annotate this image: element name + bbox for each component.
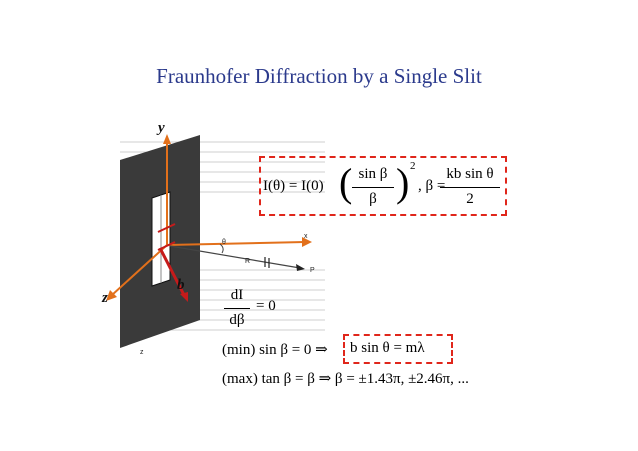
diffracted-ray (169, 245, 301, 269)
minima-condition-box (343, 334, 453, 364)
beta-denominator: 2 (466, 191, 474, 207)
beta-fraction-line (440, 187, 500, 188)
slide-title: Fraunhofer Diffraction by a Single Slit (156, 64, 482, 88)
z-axis-label: z (102, 290, 108, 306)
diffraction-figure: x R P θ z y z b (100, 120, 330, 360)
slit-width-marker (158, 247, 186, 296)
minima-prefix: (min) sin β = 0 ⇒ (222, 342, 328, 358)
close-paren: ) (396, 160, 410, 205)
open-paren: ( (339, 160, 353, 205)
sinc-denominator: β (369, 191, 377, 207)
svg-text:P: P (310, 267, 315, 274)
intensity-lhs: I(θ) = I(0) (263, 178, 324, 194)
z-axis (111, 244, 168, 296)
x-axis (166, 241, 306, 246)
minima-condition: b sin θ = mλ (350, 340, 425, 356)
maxima-condition: (max) tan β = β ⇒ β = ±1.43π, ±2.46π, ..… (222, 371, 469, 387)
svg-text:x: x (304, 233, 308, 240)
intensity-equation-box (259, 156, 507, 216)
y-axis-label: y (158, 120, 165, 136)
sinc-exponent: 2 (410, 160, 416, 172)
derivative-rhs: = 0 (256, 298, 276, 314)
sinc-fraction-line (352, 187, 394, 188)
derivative-fraction-line (224, 308, 250, 309)
svg-text:z: z (140, 349, 144, 356)
sinc-numerator: sin β (358, 166, 388, 182)
slit-width-label: b (177, 277, 185, 293)
beta-separator: , β = (418, 178, 446, 194)
derivative-numerator: dI (230, 287, 244, 303)
svg-text:θ: θ (222, 239, 226, 246)
diffraction-diagram: x R P θ z (106, 134, 325, 356)
beta-numerator: kb sin θ (446, 166, 494, 182)
svg-text:R: R (245, 258, 250, 265)
derivative-denominator: dβ (229, 312, 245, 328)
